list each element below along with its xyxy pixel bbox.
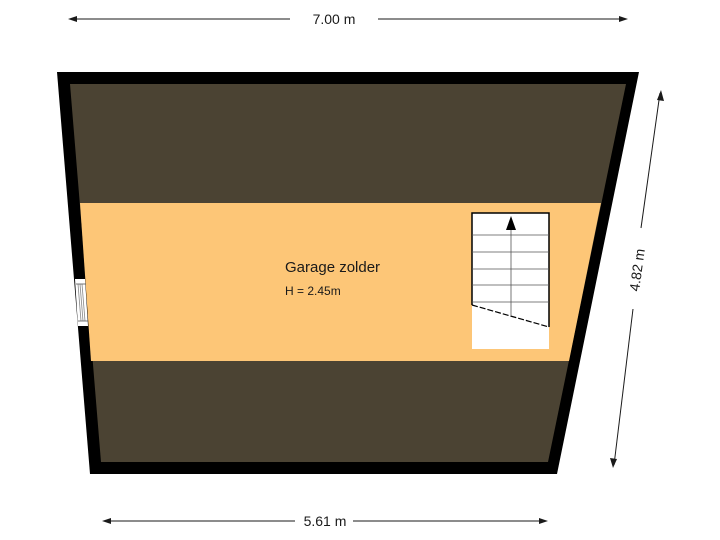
- room-height: H = 2.45m: [285, 284, 341, 298]
- arrow-right-icon: [539, 518, 548, 524]
- arrow-left-icon: [68, 16, 77, 22]
- window: [75, 279, 88, 326]
- floor-area: [80, 203, 601, 361]
- room-name: Garage zolder: [285, 259, 380, 276]
- arrow-right-icon: [619, 16, 628, 22]
- dimension-right: 4.82 m: [610, 90, 664, 468]
- dimension-label-bottom: 5.61 m: [304, 513, 347, 529]
- arrow-up-icon: [657, 90, 664, 101]
- stair-up-arrow-icon: [506, 216, 516, 230]
- dimension-label-top: 7.00 m: [313, 11, 356, 27]
- staircase: [471, 212, 550, 349]
- arrow-down-icon: [610, 458, 617, 468]
- dimension-bottom: 5.61 m: [102, 513, 548, 529]
- dimension-label-right: 4.82 m: [626, 248, 648, 293]
- arrow-left-icon: [102, 518, 111, 524]
- dimension-top: 7.00 m: [68, 11, 628, 27]
